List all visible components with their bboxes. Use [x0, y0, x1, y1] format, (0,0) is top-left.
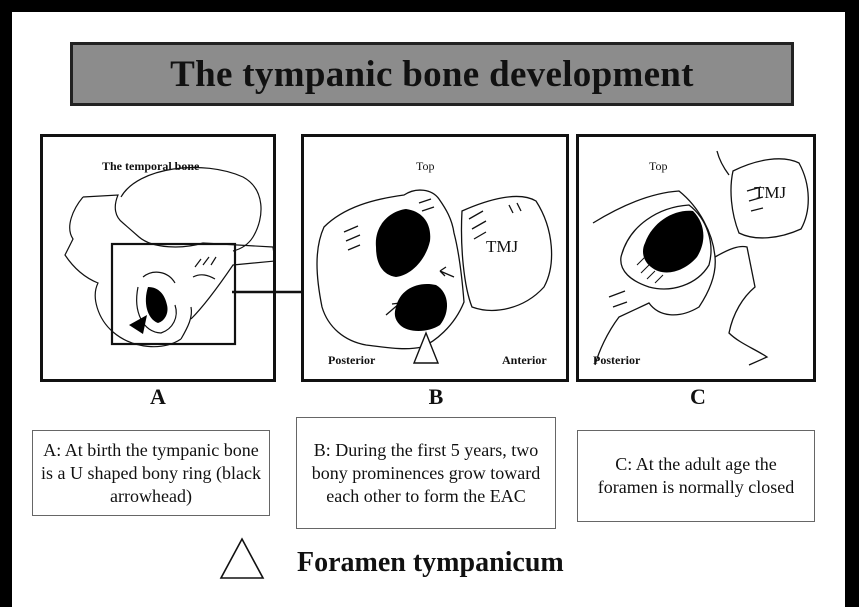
legend-label: Foramen tympanicum	[297, 547, 564, 579]
panel-letter-a: A	[138, 384, 178, 410]
panel-letter-c: C	[678, 384, 718, 410]
panel-a: The temporal bone	[40, 134, 276, 382]
label-anterior-b: Anterior	[502, 353, 547, 368]
panel-b: Top TMJ Posterior Anterior	[301, 134, 569, 382]
triangle-outline-icon	[217, 536, 267, 582]
panel-b-illustration	[304, 137, 569, 382]
slide: The tympanic bone development	[12, 12, 845, 607]
label-posterior-b: Posterior	[328, 353, 375, 368]
panel-c-illustration	[579, 137, 816, 382]
label-temporal-bone: The temporal bone	[102, 159, 199, 174]
panel-letter-b: B	[416, 384, 456, 410]
label-posterior-c: Posterior	[593, 353, 640, 368]
label-tmj-b: TMJ	[486, 237, 518, 257]
label-top-b: Top	[416, 159, 435, 174]
label-top-c: Top	[649, 159, 668, 174]
caption-c: C: At the adult age the foramen is norma…	[577, 430, 815, 522]
label-tmj-c: TMJ	[754, 183, 786, 203]
caption-b: B: During the first 5 years, two bony pr…	[296, 417, 556, 529]
title-bar: The tympanic bone development	[70, 42, 794, 106]
caption-a: A: At birth the tympanic bone is a U sha…	[32, 430, 270, 516]
panel-c: Top TMJ Posterior	[576, 134, 816, 382]
page-title: The tympanic bone development	[170, 53, 694, 96]
